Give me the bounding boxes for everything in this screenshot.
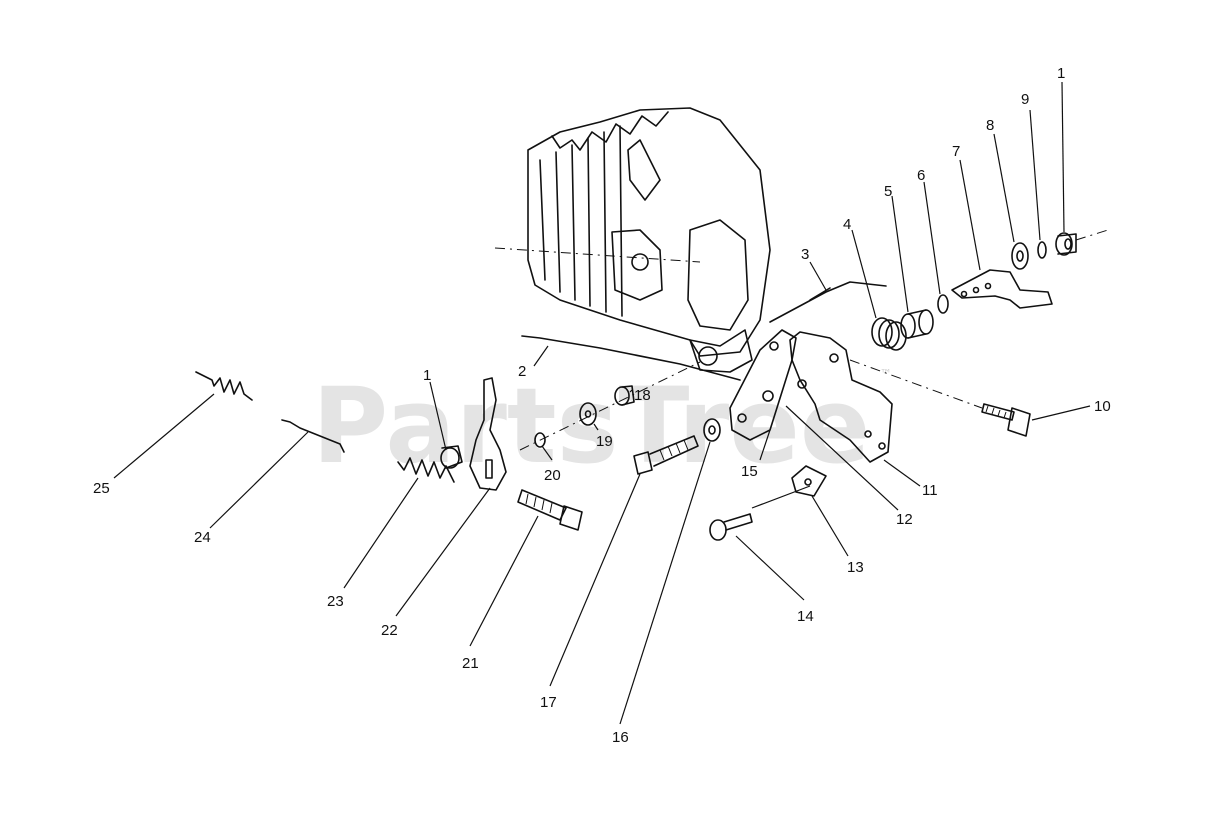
watermark: PartsTree ™	[312, 365, 892, 487]
part-20-ring	[534, 432, 546, 448]
callout-14: 14	[797, 608, 814, 625]
callout-23: 23	[327, 593, 344, 610]
callout-9: 9	[1021, 91, 1029, 108]
part-3-governor-rod	[769, 281, 887, 323]
callout-3: 3	[801, 246, 809, 263]
part-24-link	[281, 419, 345, 453]
callout-16: 16	[612, 729, 629, 746]
part-10-bolt	[981, 403, 1031, 437]
part-2-link	[521, 335, 741, 381]
part-17-bolt	[633, 435, 699, 475]
callout-13: 13	[847, 559, 864, 576]
callout-20: 20	[544, 467, 561, 484]
part-7-lever	[951, 269, 1053, 309]
part-5-bushing	[900, 309, 934, 339]
callout-25: 25	[93, 480, 110, 497]
part-14-screw	[709, 513, 753, 541]
callout-5: 5	[884, 183, 892, 200]
watermark-text: PartsTree	[312, 365, 870, 487]
engine-block	[527, 107, 771, 373]
watermark-trademark: ™	[880, 367, 892, 381]
callout-1-upper: 1	[1057, 65, 1065, 82]
callout-19: 19	[596, 433, 613, 450]
part-22-governor-lever	[469, 377, 507, 491]
callout-12: 12	[896, 511, 913, 528]
callout-1-left: 1	[423, 367, 431, 384]
callout-10: 10	[1094, 398, 1111, 415]
callout-6: 6	[917, 167, 925, 184]
part-9-ring	[1037, 241, 1047, 259]
callout-24: 24	[194, 529, 211, 546]
callout-17: 17	[540, 694, 557, 711]
callout-8: 8	[986, 117, 994, 134]
part-4-spring	[871, 317, 907, 351]
part-23-spring	[397, 457, 455, 483]
part-13-clip	[791, 465, 827, 497]
part-16-washer	[703, 418, 721, 442]
callout-7: 7	[952, 143, 960, 160]
callout-2: 2	[518, 363, 526, 380]
part-18-nut	[614, 385, 635, 406]
callout-18: 18	[634, 387, 651, 404]
callout-labels: 1 9 8 7 6 5 4 3 2 1 10 18 19 20 15 11 12…	[93, 65, 1111, 746]
part-25-spring	[195, 371, 253, 401]
callout-22: 22	[381, 622, 398, 639]
leader-lines	[113, 81, 1091, 725]
callout-4: 4	[843, 216, 851, 233]
callout-21: 21	[462, 655, 479, 672]
part-6-washer	[937, 294, 949, 314]
part-1-nut-left	[440, 445, 463, 469]
part-1-nut-upper	[1055, 232, 1077, 256]
part-21-bolt	[517, 489, 583, 531]
part-11-plate	[789, 331, 893, 463]
callout-15: 15	[741, 463, 758, 480]
part-8-washer	[1011, 242, 1029, 270]
callout-11: 11	[922, 482, 938, 499]
